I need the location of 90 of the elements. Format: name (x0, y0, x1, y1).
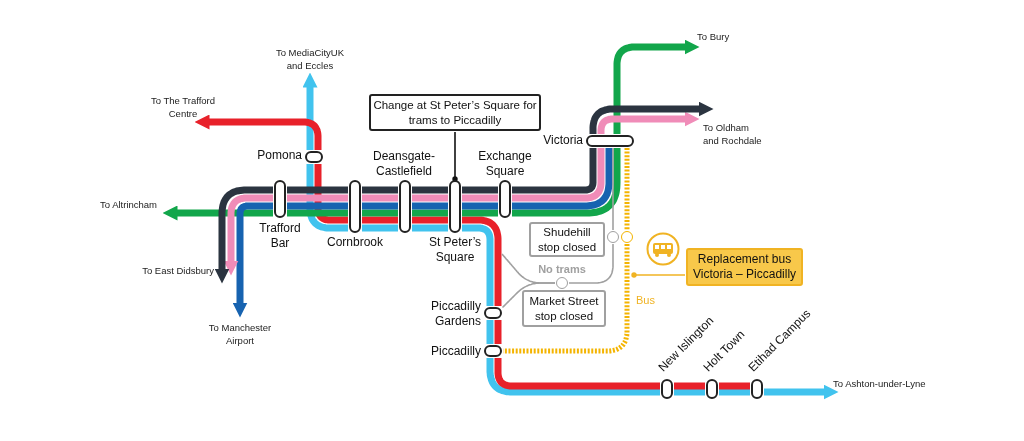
tram-line (302, 72, 318, 153)
station-name: Pomona (256, 148, 302, 163)
tram-line (409, 202, 451, 210)
tram-line (509, 145, 621, 217)
line-label: No trams (537, 262, 587, 276)
destination-label: To Altrincham (100, 198, 158, 211)
station-name: Deansgate-Castlefield (371, 149, 436, 179)
closed-stop-box: Market Street stop closed (522, 290, 606, 327)
tram-line (214, 186, 276, 284)
station-name: Cornbrook (326, 235, 384, 250)
tram-line (486, 317, 494, 347)
tram-line (359, 194, 401, 202)
closed-line (612, 147, 614, 231)
tram-line (613, 39, 700, 137)
tram-line (671, 382, 708, 390)
tram-line (359, 186, 401, 194)
tram-line (671, 388, 708, 396)
tram-line (359, 209, 401, 217)
tram-line (494, 355, 663, 390)
tram-line (761, 384, 839, 400)
station-marker (399, 180, 411, 233)
tram-line (459, 216, 502, 309)
tram-line (314, 161, 351, 224)
tram-line (409, 186, 451, 194)
station-marker (305, 151, 323, 163)
tram-line (223, 194, 276, 276)
destination-label: To Ashton-under-Lyne (833, 377, 926, 390)
station-marker (349, 180, 361, 233)
tram-line (284, 186, 351, 194)
bus-route-line (624, 146, 630, 232)
station-marker (499, 180, 511, 218)
station-marker (484, 345, 502, 357)
tram-line (409, 224, 451, 232)
tram-line (459, 186, 501, 194)
tram-line (509, 145, 605, 202)
tram-line (716, 388, 753, 396)
tram-line (359, 202, 401, 210)
station-name: Piccadilly (430, 344, 481, 359)
closed-line (568, 243, 614, 284)
tram-line (509, 145, 613, 210)
destination-label: To The Trafford Centre (145, 94, 221, 120)
station-marker (706, 379, 718, 399)
tram-line (509, 145, 597, 194)
stop-marker (607, 231, 619, 243)
tram-line (284, 209, 351, 217)
tram-line (359, 224, 401, 232)
destination-label: To Oldham and Rochdale (703, 121, 765, 147)
tram-line (306, 161, 351, 232)
tram-line (459, 224, 494, 309)
tram-line (194, 114, 322, 153)
tram-line (459, 202, 501, 210)
tram-line (486, 355, 663, 396)
closed-line (501, 253, 556, 284)
tram-line (716, 382, 753, 390)
station-marker (484, 307, 502, 319)
station-marker (586, 135, 634, 147)
station-marker (274, 180, 286, 218)
leader-line (452, 131, 458, 182)
replacement-bus-box: Replacement bus Victoria – Piccadilly (686, 248, 803, 286)
tram-line (409, 194, 451, 202)
destination-label: To East Didsbury (124, 264, 214, 277)
tram-line (597, 111, 700, 137)
stop-marker (621, 231, 633, 243)
station-marker (449, 180, 461, 233)
tram-line (284, 202, 351, 210)
station-name: Trafford Bar (258, 221, 302, 251)
tram-line (494, 317, 502, 347)
station-name: Victoria (542, 133, 583, 148)
destination-label: To Manchester Airport (200, 321, 280, 347)
station-marker (661, 379, 673, 399)
station-marker (751, 379, 763, 399)
closed-stop-box: Shudehill stop closed (529, 222, 605, 257)
destination-label: To Bury (697, 30, 730, 43)
callout-box: Change at St Peter’s Square for trams to Piccadilly (369, 94, 541, 131)
stop-marker (556, 277, 568, 289)
tram-line (409, 216, 451, 224)
tram-line (459, 194, 501, 202)
tram-line (232, 202, 276, 318)
line-label: Bus (636, 293, 655, 307)
tram-line (459, 209, 501, 217)
tram-line (589, 101, 714, 137)
leader-line (631, 272, 686, 278)
tram-line (409, 209, 451, 217)
tram-line (359, 216, 401, 224)
station-name: Piccadilly Gardens (430, 299, 481, 329)
tram-line (284, 194, 351, 202)
station-name: Exchange Square (477, 149, 533, 179)
destination-label: To MediaCityUK and Eccles (272, 46, 348, 72)
tram-line (162, 205, 276, 221)
station-name: St Peter’s Square (427, 235, 483, 265)
